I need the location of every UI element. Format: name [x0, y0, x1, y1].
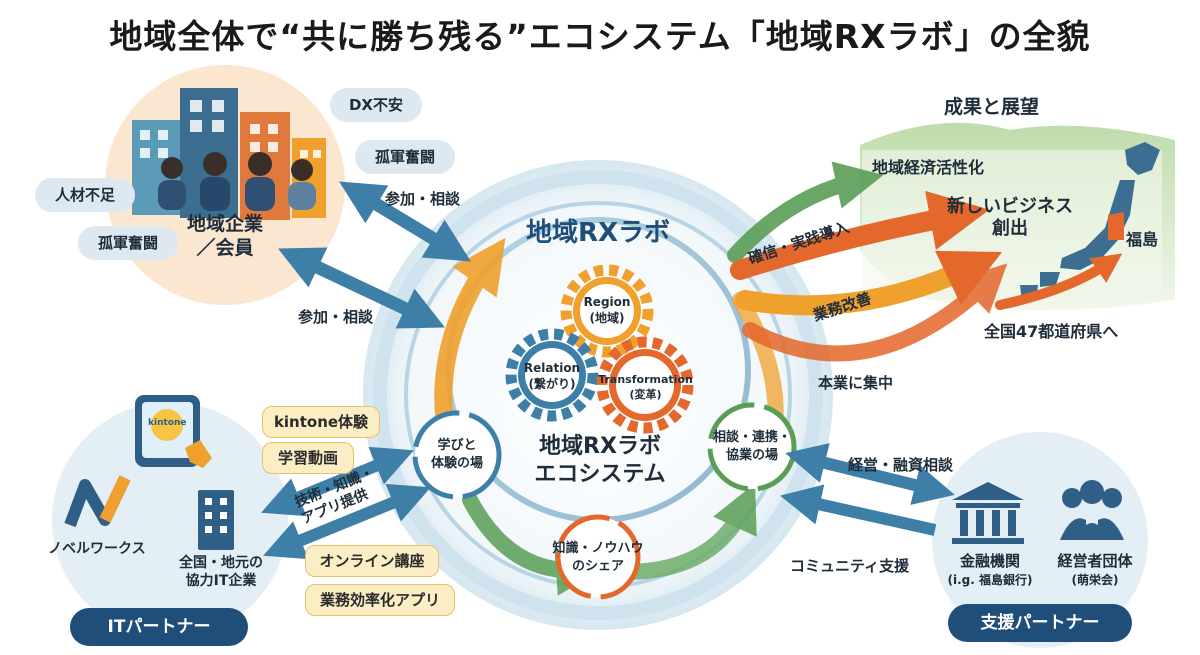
arrow-join-consult-top	[339, 181, 471, 262]
gear-relation-sub: (繋がり)	[528, 377, 576, 391]
it-partner-company-label: 全国・地元の 協力IT企業	[166, 554, 276, 590]
building-icon	[198, 490, 234, 550]
result-nationwide: 全国47都道府県へ	[984, 322, 1119, 341]
gear-label-region: Region (地域)	[572, 294, 642, 326]
arrow-community-support	[780, 484, 937, 536]
group-icon	[1060, 480, 1124, 540]
result-new-business-line1: 新しいビジネス	[947, 196, 1073, 217]
result-fukushima: 福島	[1126, 230, 1159, 249]
pill-kintone-experience: kintone体験	[262, 406, 380, 438]
arrow-confirm-practice	[730, 190, 990, 280]
company-label-line1: 地域企業	[186, 213, 263, 235]
arrow-focus-core	[742, 263, 1008, 362]
arrow-management-finance	[785, 443, 955, 505]
bubble-talent-shortage: 人材不足	[35, 178, 135, 212]
ecosystem-line1: 地域RXラボ	[539, 434, 661, 459]
cycle-arrow-green-right	[622, 483, 757, 580]
group-line2: (萌栄会)	[1071, 573, 1119, 587]
gear-relation-name: Relation	[523, 361, 581, 375]
ecosystem-line2: エコシステム	[534, 462, 666, 487]
place-learning	[412, 410, 502, 500]
gear-label-relation: Relation (繋がり)	[517, 360, 587, 392]
place-learning-line1: 学びと	[437, 438, 477, 453]
gear-icon-relation	[505, 328, 599, 422]
it-partner-area	[52, 402, 288, 638]
place-learning-label: 学びと 体験の場	[417, 437, 497, 473]
place-share-line1: 知識・ノウハウ	[552, 541, 644, 556]
bank-line2: (i.g. 福島銀行)	[947, 573, 1033, 587]
tablet-logo-text: kintone	[148, 418, 187, 428]
result-new-business-line2: 創出	[992, 218, 1028, 239]
result-new-business: 新しいビジネス 創出	[935, 196, 1085, 240]
bank-line1: 金融機関	[959, 552, 1020, 570]
place-consult-line1: 相談・連携・	[712, 430, 791, 445]
label-focus-core: 本業に集中	[818, 374, 894, 392]
it-partner-line2: 協力IT企業	[185, 573, 257, 589]
gear-icon-transformation	[596, 336, 694, 434]
bank-label: 金融機関 (i.g. 福島銀行)	[935, 552, 1045, 590]
gear-transformation-name: Transformation	[598, 373, 693, 386]
place-share-line2: のシェア	[571, 559, 624, 574]
people-icon	[158, 152, 316, 211]
arrow-business-improve	[735, 250, 1003, 316]
result-regional-economy: 地域経済活性化	[872, 158, 985, 177]
it-partner-badge: ITパートナー	[70, 608, 248, 646]
gear-region-name: Region	[583, 295, 631, 309]
gear-region-sub: (地域)	[589, 311, 625, 325]
place-share	[555, 514, 641, 600]
results-heading: 成果と展望	[944, 96, 1040, 118]
group-line1: 経営者団体	[1057, 552, 1133, 570]
place-share-label: 知識・ノウハウ のシェア	[550, 540, 646, 576]
ecosystem-label: 地域RXラボ エコシステム	[510, 433, 690, 489]
tablet-icon	[135, 395, 200, 467]
place-consult-line2: 協業の場	[725, 448, 778, 463]
company-label-line2: ／会員	[196, 237, 254, 259]
arrow-to-regional-economy	[727, 161, 884, 263]
label-join-consult-left: 参加・相談	[298, 308, 374, 326]
novelworks-label: ノベルワークス	[48, 541, 146, 557]
it-partner-line1: 全国・地元の	[179, 555, 263, 571]
pill-online-course: オンライン講座	[305, 545, 439, 577]
novelworks-logo-icon	[64, 475, 131, 528]
bubble-dx-anxiety: DX不安	[330, 88, 422, 122]
gear-label-transformation: Transformation (変革)	[598, 372, 693, 402]
bubble-isolated-right: 孤軍奮闘	[355, 140, 455, 174]
outer-ring	[373, 170, 823, 620]
gear-transformation-sub: (変革)	[629, 388, 662, 401]
place-learning-line2: 体験の場	[430, 456, 483, 471]
lab-title: 地域RXラボ	[525, 218, 671, 248]
group-label: 経営者団体 (萌栄会)	[1040, 552, 1150, 590]
hand-pointer-icon	[185, 440, 212, 468]
company-label: 地域企業 ／会員	[170, 212, 280, 260]
gear-icon-region	[560, 264, 654, 358]
bank-icon	[952, 482, 1024, 544]
bubble-isolated-left: 孤軍奮闘	[78, 226, 178, 260]
pill-efficiency-app: 業務効率化アプリ	[305, 584, 455, 616]
page-title: 地域全体で“共に勝ち残る”エコシステム「地域RXラボ」の全貌	[109, 17, 1091, 56]
arrow-nationwide	[995, 253, 1123, 310]
label-management-finance: 経営・融資相談	[848, 456, 954, 474]
pill-learning-video: 学習動画	[262, 442, 354, 474]
arrow-tech-lower	[263, 483, 431, 560]
place-consult-label: 相談・連携・ 協業の場	[706, 429, 798, 465]
support-partner-badge: 支援パートナー	[948, 604, 1132, 642]
arrow-join-consult-left	[278, 247, 445, 329]
label-community-support: コミュニティ支援	[790, 557, 910, 575]
label-join-consult-top: 参加・相談	[385, 190, 461, 208]
